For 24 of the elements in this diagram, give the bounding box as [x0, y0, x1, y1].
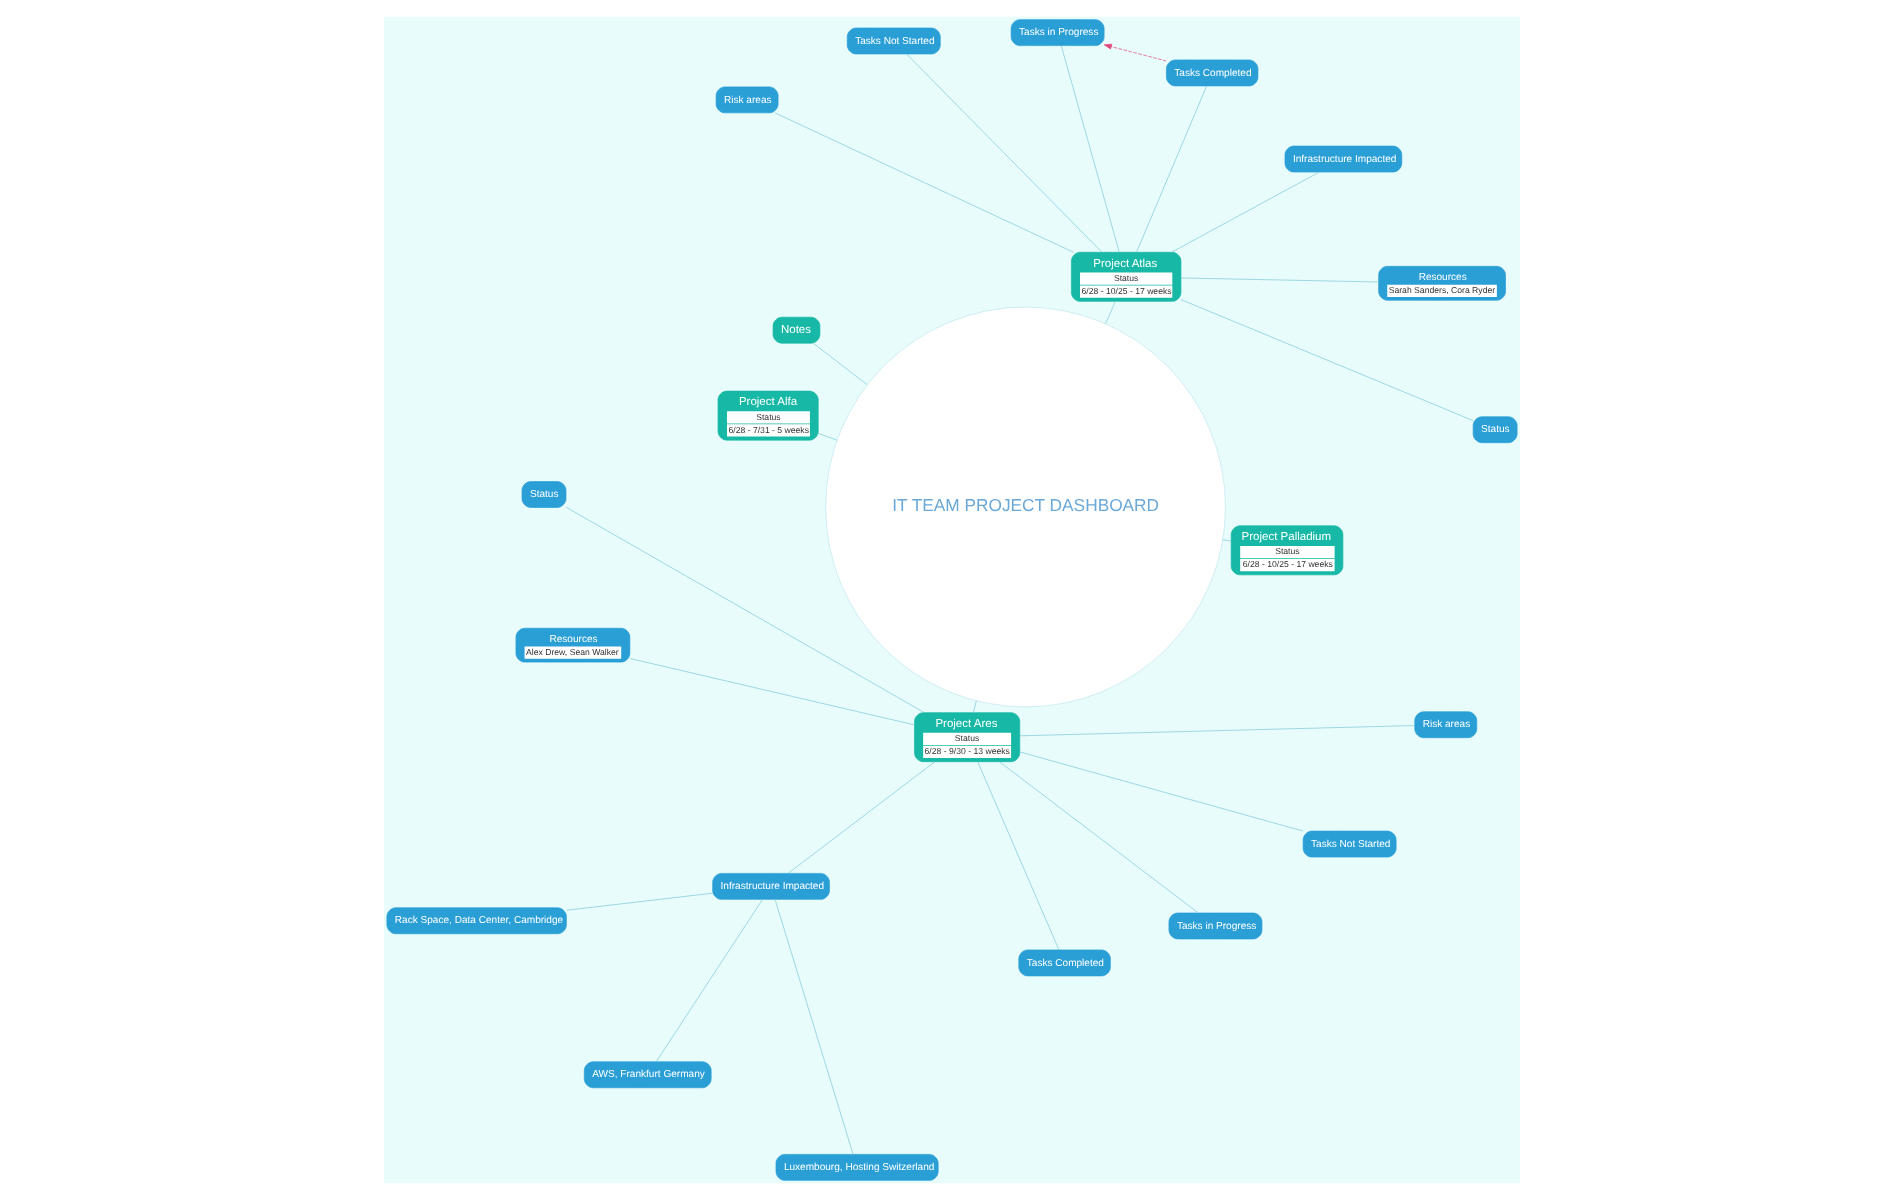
connector: [976, 761, 1059, 951]
connector: [998, 761, 1198, 914]
connector: [1135, 85, 1206, 253]
connector: [786, 761, 935, 874]
arrow: [1102, 43, 1166, 62]
node-circle: IT TEAM PROJECT DASHBOARD: [824, 306, 1225, 708]
connector: [1179, 299, 1473, 421]
connector: [812, 343, 867, 386]
connector: [1221, 539, 1231, 542]
connector: [628, 658, 914, 726]
connector: [972, 700, 976, 713]
connector: [1018, 751, 1303, 832]
connector: [1104, 301, 1115, 325]
connector: [1059, 45, 1119, 253]
connector: [654, 899, 762, 1063]
connector: [1170, 171, 1319, 253]
connector: [816, 433, 837, 441]
connector: [773, 112, 1073, 253]
connector: [1179, 277, 1378, 283]
connector: [773, 899, 853, 1155]
connector: [905, 53, 1102, 253]
connector: [565, 892, 712, 911]
connector: [564, 506, 924, 713]
connector: [1018, 725, 1414, 737]
